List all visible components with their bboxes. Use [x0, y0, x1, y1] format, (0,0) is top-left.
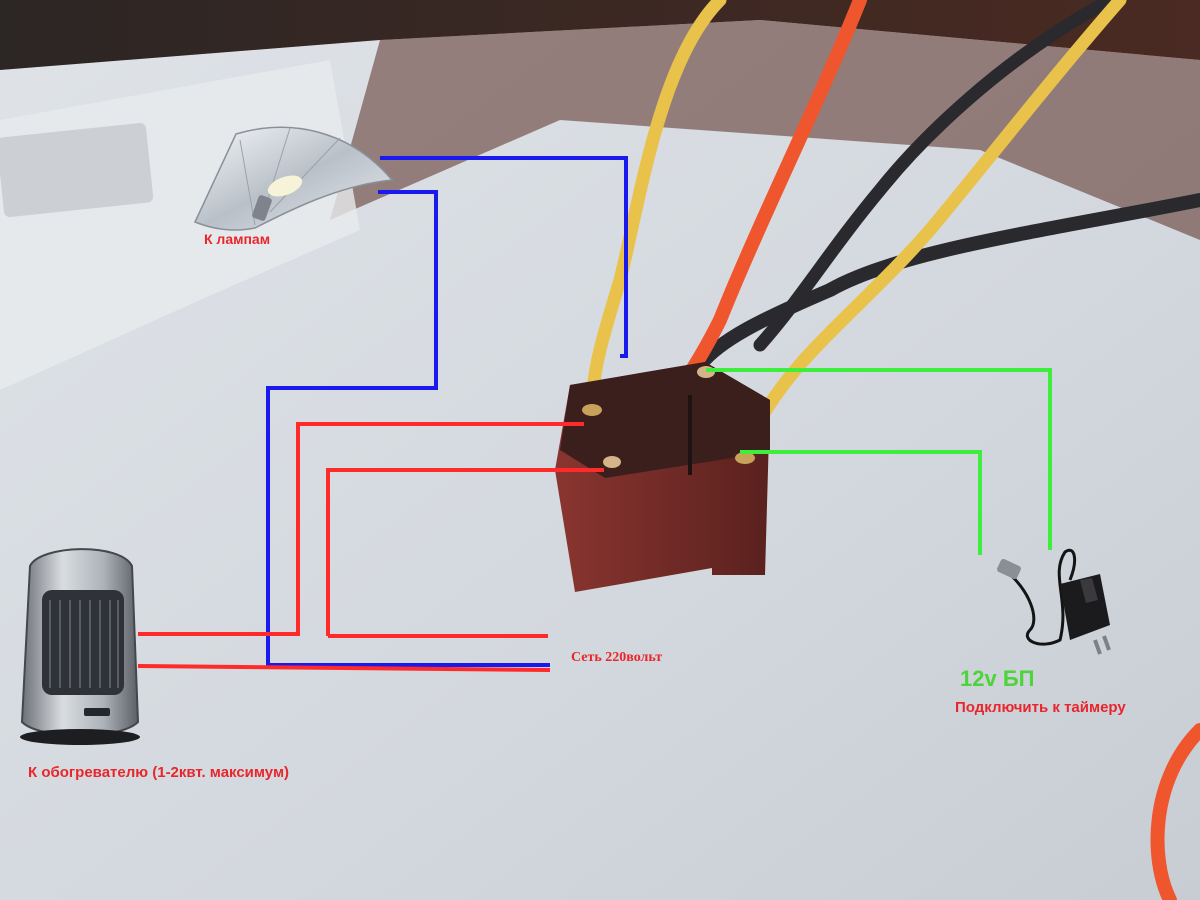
diagram-wires — [137, 156, 1052, 672]
label-mains-220v: Сеть 220вольт — [571, 650, 663, 665]
label-connect-timer: Подключить к таймеру — [955, 699, 1126, 716]
power-adapter-icon — [997, 548, 1111, 655]
label-psu-12v: 12v БП — [960, 666, 1035, 691]
red-wire-heater-bottom — [137, 664, 551, 672]
red-wire-relay-loop — [326, 468, 604, 636]
green-wire-psu-b — [740, 450, 982, 555]
grow-lamp-reflector-icon — [193, 126, 394, 231]
paper-object — [0, 122, 154, 218]
blue-wire-lamp-return — [266, 190, 550, 667]
red-wire-heater-top — [138, 422, 584, 636]
fan-heater-icon — [20, 548, 140, 745]
green-wire-psu-a — [706, 368, 1052, 550]
relay-module-icon — [555, 362, 770, 592]
label-lamps: К лампам — [204, 231, 271, 247]
desk-shadow — [330, 20, 1200, 240]
desk-surface — [0, 0, 1200, 70]
blue-wire-lamp-top — [380, 156, 628, 358]
label-heater: К обогревателю (1-2квт. максимум) — [28, 764, 290, 781]
